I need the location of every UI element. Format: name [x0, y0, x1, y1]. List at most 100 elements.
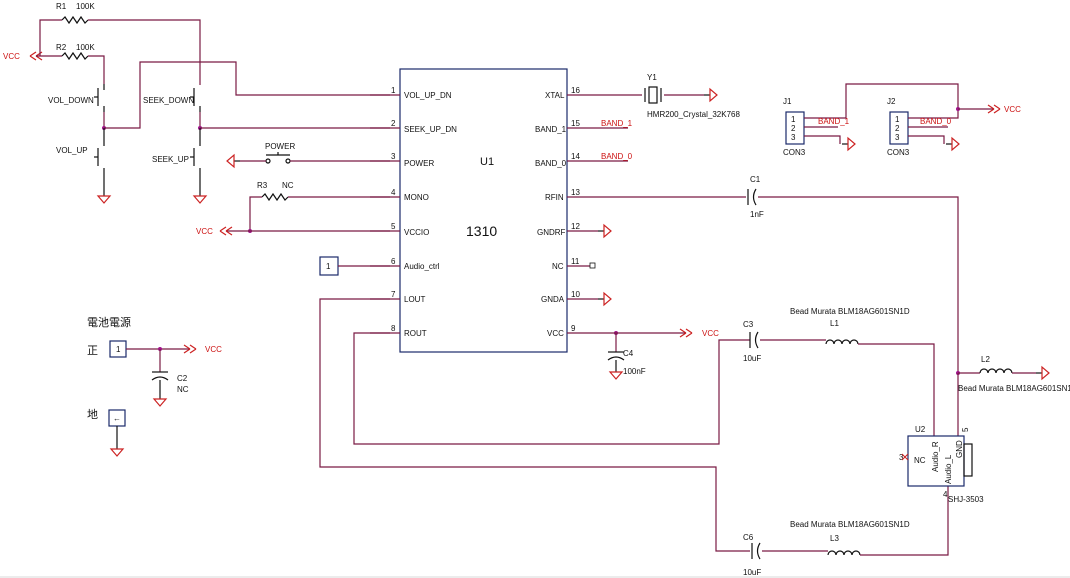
- svg-text:CON3: CON3: [887, 148, 910, 157]
- svg-text:J2: J2: [887, 97, 896, 106]
- svg-text:16: 16: [571, 86, 580, 95]
- svg-text:Audio_R: Audio_R: [931, 441, 940, 472]
- net-band-0: BAND_0: [601, 152, 633, 161]
- svg-text:ROUT: ROUT: [404, 329, 427, 338]
- capacitor-c2: C2 NC: [151, 349, 189, 394]
- switch-vol-down: VOL_DOWN: [48, 84, 105, 112]
- resistor-r2: R2 100K: [56, 43, 95, 61]
- svg-text:U2: U2: [915, 425, 926, 434]
- battery-pos-port: 1: [109, 340, 127, 358]
- switch-seek-up: SEEK_UP: [152, 128, 201, 176]
- r2-ref: R2: [56, 43, 67, 52]
- capacitor-c1: C1 1nF: [747, 175, 764, 219]
- svg-text:L1: L1: [830, 319, 839, 328]
- svg-text:1: 1: [895, 115, 900, 124]
- vcc-j2: VCC: [987, 104, 1021, 114]
- svg-text:J1: J1: [783, 97, 792, 106]
- inductor-l2: L2 Bead Murata BLM18AG601SN1D: [958, 355, 1070, 393]
- svg-text:1: 1: [791, 115, 796, 124]
- svg-text:Bead Murata BLM18AG601SN1D: Bead Murata BLM18AG601SN1D: [790, 307, 910, 316]
- audio-ctrl-port: 1: [319, 256, 339, 276]
- svg-text:BAND_0: BAND_0: [535, 159, 567, 168]
- svg-text:3: 3: [791, 133, 796, 142]
- svg-text:RFIN: RFIN: [545, 193, 564, 202]
- svg-text:11: 11: [571, 257, 580, 266]
- vcc-label: VCC: [3, 52, 20, 61]
- svg-text:C3: C3: [743, 320, 754, 329]
- y1-part: HMR200_Crystal_32K768: [647, 110, 740, 119]
- svg-text:3: 3: [391, 152, 396, 161]
- svg-text:VCC: VCC: [702, 329, 719, 338]
- r3-value: NC: [282, 181, 294, 190]
- svg-text:13: 13: [571, 188, 580, 197]
- capacitor-c4: C4 100nF: [607, 333, 646, 376]
- svg-text:VCC: VCC: [196, 227, 213, 236]
- battery-gnd-label: 地: [87, 408, 98, 421]
- svg-text:12: 12: [571, 222, 580, 231]
- svg-text:VOL_UP_DN: VOL_UP_DN: [404, 91, 452, 100]
- switch-seek-down: SEEK_DOWN: [143, 88, 201, 112]
- svg-text:VCC: VCC: [547, 329, 564, 338]
- r1-value: 100K: [76, 2, 95, 11]
- jack-u2: U2 NC 3 Audio_R Audio_L GND 5 4 SHJ-3503: [899, 425, 984, 504]
- connector-j1: J1 1 2 3 CON3: [783, 97, 806, 157]
- svg-text:GNDA: GNDA: [541, 295, 565, 304]
- vcc-vccio: VCC: [196, 226, 233, 236]
- svg-text:SHJ-3503: SHJ-3503: [948, 495, 984, 504]
- capacitor-c3: C3 10uF: [743, 320, 761, 363]
- resistor-r3: R3 NC: [257, 181, 294, 202]
- svg-text:VCC: VCC: [205, 345, 222, 354]
- svg-text:1: 1: [116, 345, 121, 354]
- r2-value: 100K: [76, 43, 95, 52]
- battery-gnd-port: ←: [108, 409, 126, 427]
- svg-text:9: 9: [571, 324, 576, 333]
- r1-ref: R1: [56, 2, 67, 11]
- svg-text:10uF: 10uF: [743, 354, 761, 363]
- svg-text:1: 1: [391, 86, 396, 95]
- u1-ref: U1: [480, 156, 494, 168]
- svg-text:VCC: VCC: [1004, 105, 1021, 114]
- svg-text:LOUT: LOUT: [404, 295, 425, 304]
- svg-text:BAND_0: BAND_0: [920, 117, 952, 126]
- r3-ref: R3: [257, 181, 268, 190]
- inductor-l1: L1 Bead Murata BLM18AG601SN1D: [790, 307, 910, 345]
- power-label: POWER: [265, 142, 295, 151]
- svg-text:L3: L3: [830, 534, 839, 543]
- svg-text:1: 1: [326, 262, 331, 271]
- connector-j2: J2 1 2 3 CON3: [887, 97, 910, 157]
- svg-text:CON3: CON3: [783, 148, 806, 157]
- svg-text:L2: L2: [981, 355, 990, 364]
- svg-text:1nF: 1nF: [750, 210, 764, 219]
- svg-text:GNDRF: GNDRF: [537, 228, 566, 237]
- seek-down-label: SEEK_DOWN: [143, 96, 194, 105]
- svg-text:10: 10: [571, 290, 580, 299]
- svg-text:SEEK_UP_DN: SEEK_UP_DN: [404, 125, 457, 134]
- svg-text:NC: NC: [914, 456, 926, 465]
- svg-text:C4: C4: [623, 349, 634, 358]
- svg-text:8: 8: [391, 324, 396, 333]
- net-band-1: BAND_1: [601, 119, 633, 128]
- svg-text:6: 6: [391, 257, 396, 266]
- svg-text:C2: C2: [177, 374, 188, 383]
- svg-text:MONO: MONO: [404, 193, 429, 202]
- svg-text:VCCIO: VCCIO: [404, 228, 429, 237]
- switch-power: POWER: [265, 142, 295, 164]
- svg-text:XTAL: XTAL: [545, 91, 565, 100]
- resistor-r1: R1 100K: [56, 2, 95, 25]
- vol-down-label: VOL_DOWN: [48, 96, 94, 105]
- crystal-y1: Y1 HMR200_Crystal_32K768: [598, 73, 740, 119]
- svg-text:3: 3: [895, 133, 900, 142]
- svg-text:2: 2: [895, 124, 900, 133]
